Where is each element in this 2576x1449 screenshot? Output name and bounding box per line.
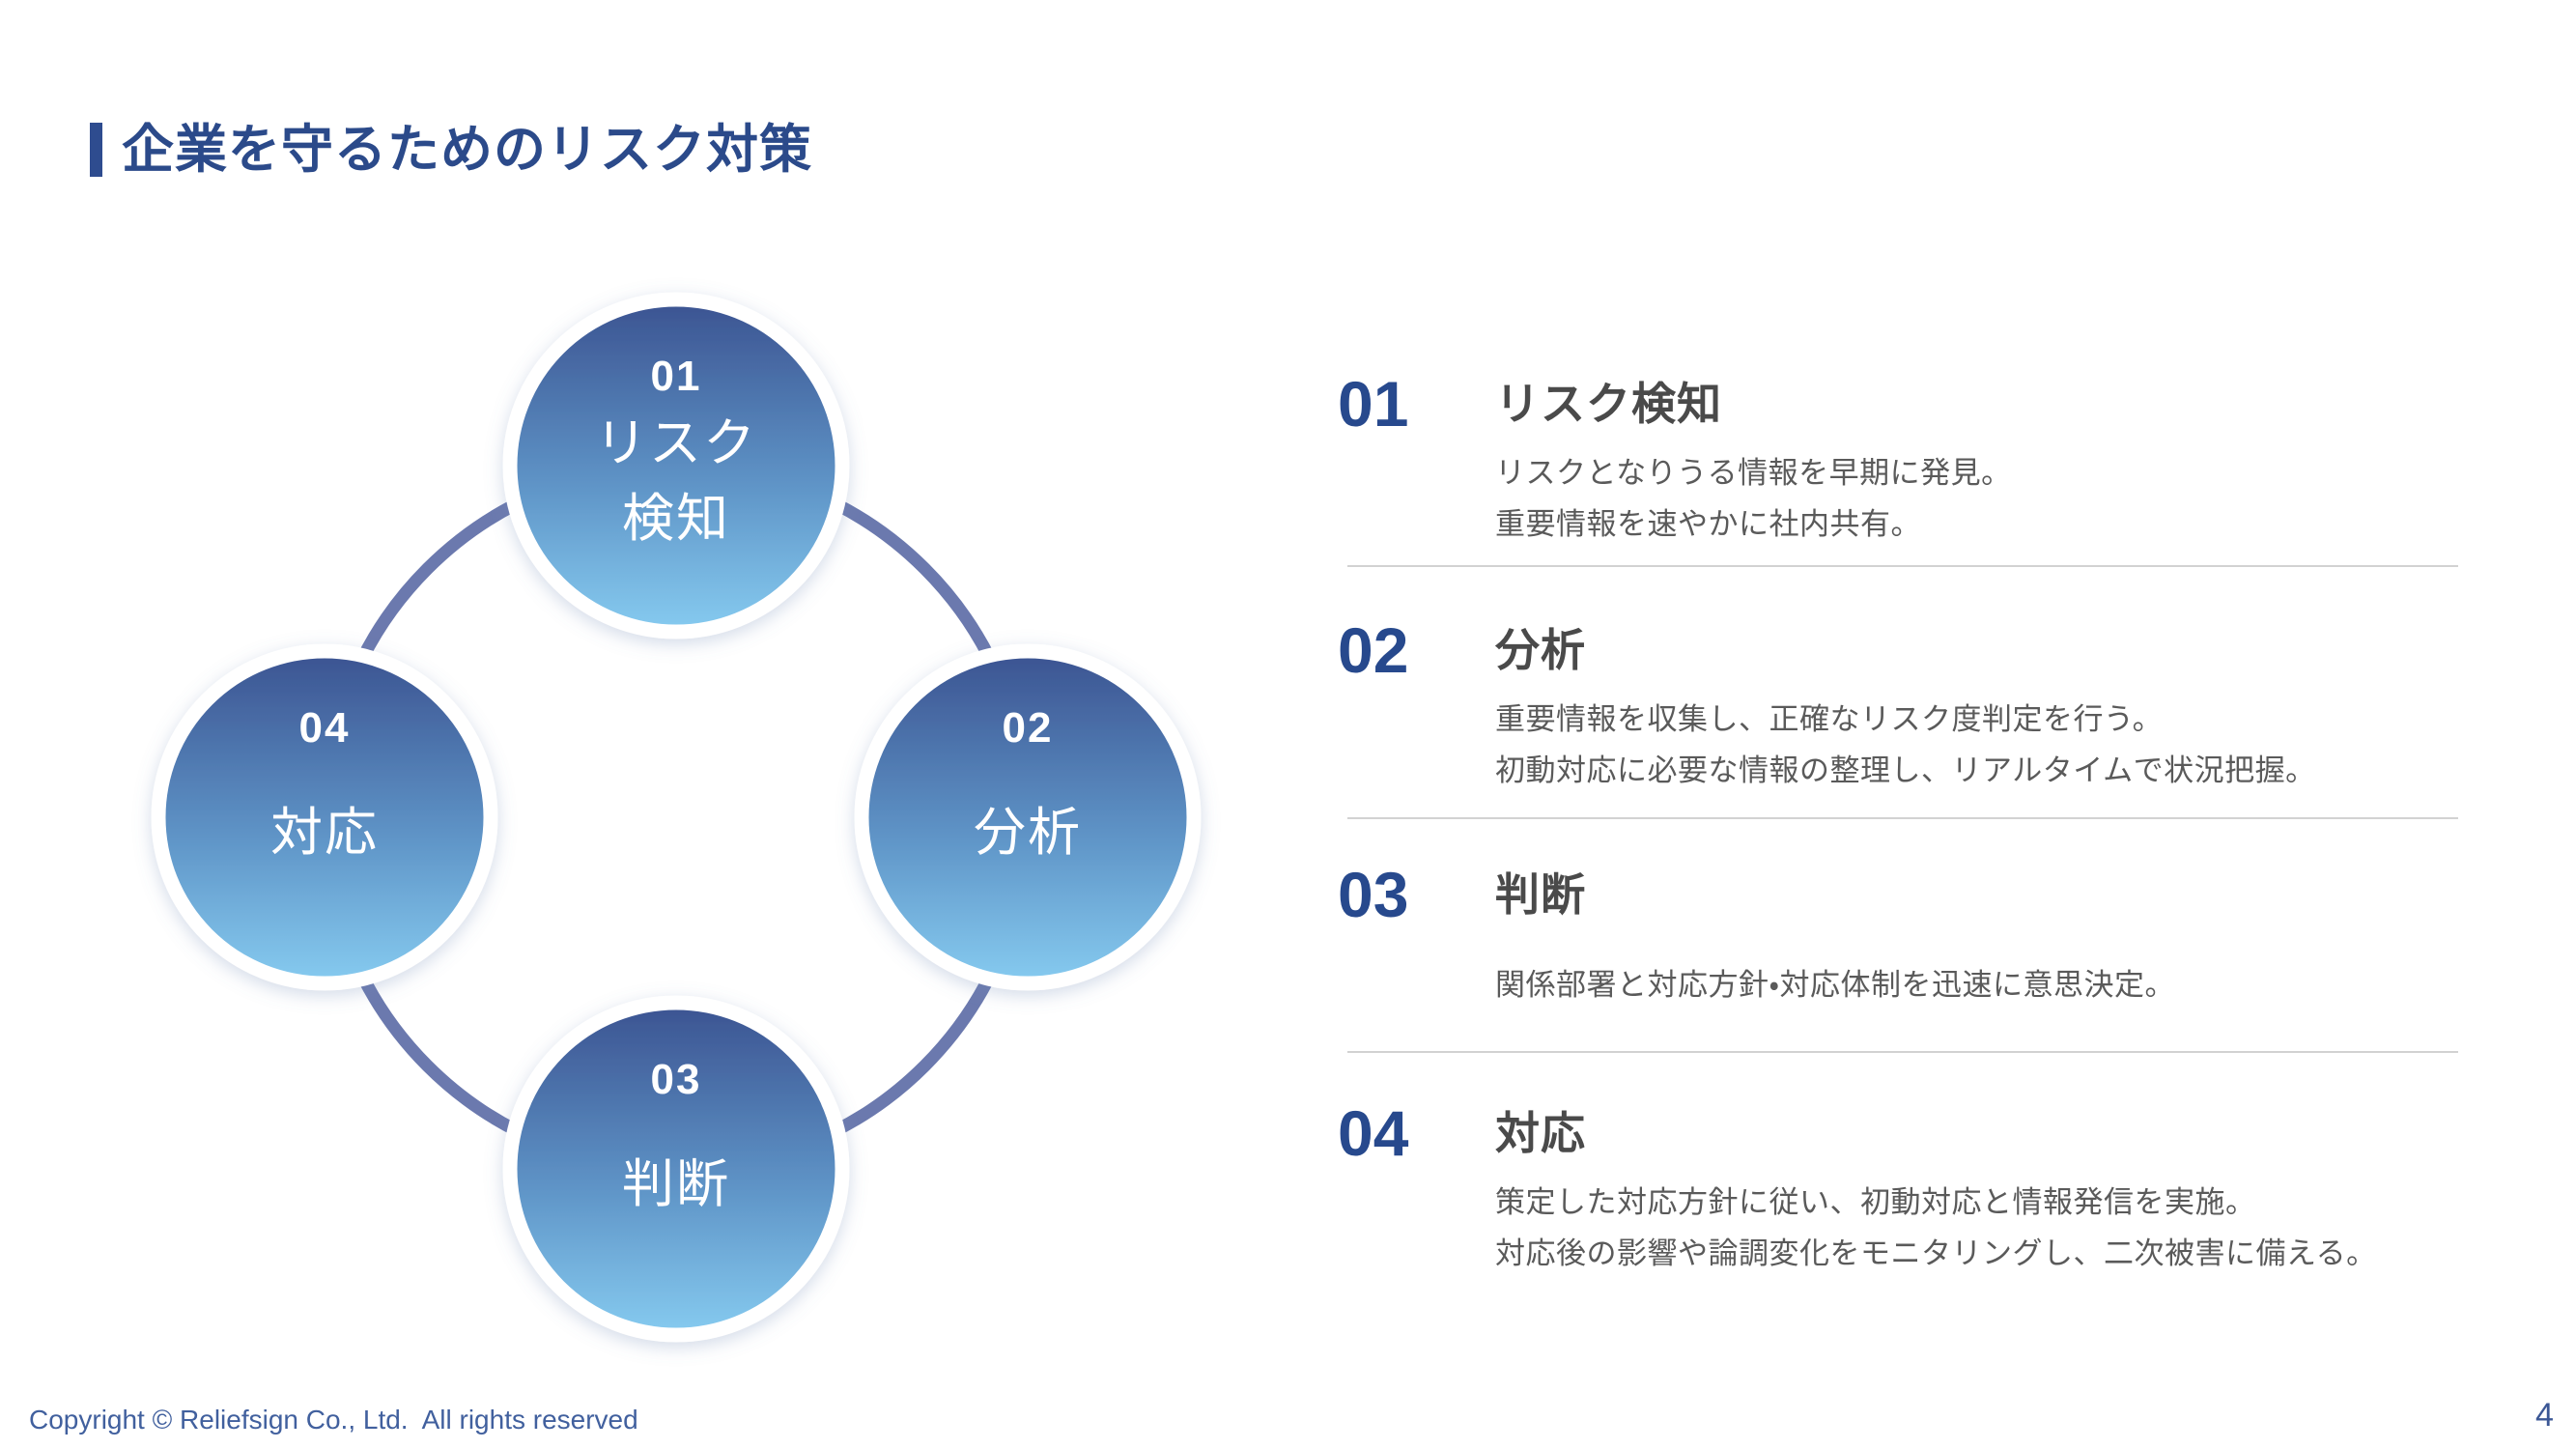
step-item-02: 02 分析 重要情報を収集し、正確なリスク度判定を行う。 初動対応に必要な情報の… [1338,618,2470,796]
divider [1347,817,2458,819]
step-list: 01 リスク検知 リスクとなりうる情報を早期に発見。 重要情報を速やかに社内共有… [1338,372,2470,1338]
cycle-circle-03 [502,995,850,1343]
step-item-03: 03 判断 関係部署と対応方針・対応体制を迅速に意思決定。 [1338,863,2470,1010]
step-body: 対応 策定した対応方針に従い、初動対応と情報発信を実施。 対応後の影響や論調変化… [1495,1101,2470,1279]
cycle-circle-02 [854,643,1202,991]
step-description: 重要情報を収集し、正確なリスク度判定を行う。 初動対応に必要な情報の整理し、リア… [1495,694,2470,796]
copyright-text: Copyright © Reliefsign Co., Ltd. All rig… [29,1405,638,1435]
step-heading: 判断 [1495,869,1586,920]
page-number: 4 [2535,1397,2554,1434]
step-item-01: 01 リスク検知 リスクとなりうる情報を早期に発見。 重要情報を速やかに社内共有… [1338,372,2470,550]
divider [1347,1051,2458,1053]
step-description-line: 策定した対応方針に従い、初動対応と情報発信を実施。 [1495,1185,2256,1219]
step-body: 分析 重要情報を収集し、正確なリスク度判定を行う。 初動対応に必要な情報の整理し… [1495,618,2470,796]
title-accent-bar [90,123,102,177]
page-title: 企業を守るためのリスク対策 [122,121,812,179]
cycle-circle-01 [502,292,850,639]
step-description-line: 関係部署と対応方針・対応体制を迅速に意思決定。 [1495,968,2176,1002]
step-description-line: 重要情報を速やかに社内共有。 [1495,507,1921,541]
step-body: 判断 関係部署と対応方針・対応体制を迅速に意思決定。 [1495,863,2470,1010]
step-description: 関係部署と対応方針・対応体制を迅速に意思決定。 [1495,959,2470,1010]
step-heading: 対応 [1495,1108,1586,1158]
cycle-circles [151,292,1202,1343]
step-number: 04 [1338,1097,1409,1169]
step-description: リスクとなりうる情報を早期に発見。 重要情報を速やかに社内共有。 [1495,447,2470,550]
step-description-line: 初動対応に必要な情報の整理し、リアルタイムで状況把握。 [1495,753,2316,787]
step-description-line: 対応後の影響や論調変化をモニタリングし、二次被害に備える。 [1495,1236,2377,1270]
step-heading: 分析 [1495,625,1586,675]
step-body: リスク検知 リスクとなりうる情報を早期に発見。 重要情報を速やかに社内共有。 [1495,372,2470,550]
step-heading: リスク検知 [1495,379,1722,429]
step-description: 策定した対応方針に従い、初動対応と情報発信を実施。 対応後の影響や論調変化をモニ… [1495,1177,2470,1279]
cycle-circle-04 [151,643,498,991]
step-number: 03 [1338,859,1409,930]
divider [1347,565,2458,567]
step-description-line: リスクとなりうる情報を早期に発見。 [1495,456,2012,490]
step-description-line: 重要情報を収集し、正確なリスク度判定を行う。 [1495,702,2164,736]
step-number: 02 [1338,614,1409,686]
step-number: 01 [1338,368,1409,440]
step-item-04: 04 対応 策定した対応方針に従い、初動対応と情報発信を実施。 対応後の影響や論… [1338,1101,2470,1279]
